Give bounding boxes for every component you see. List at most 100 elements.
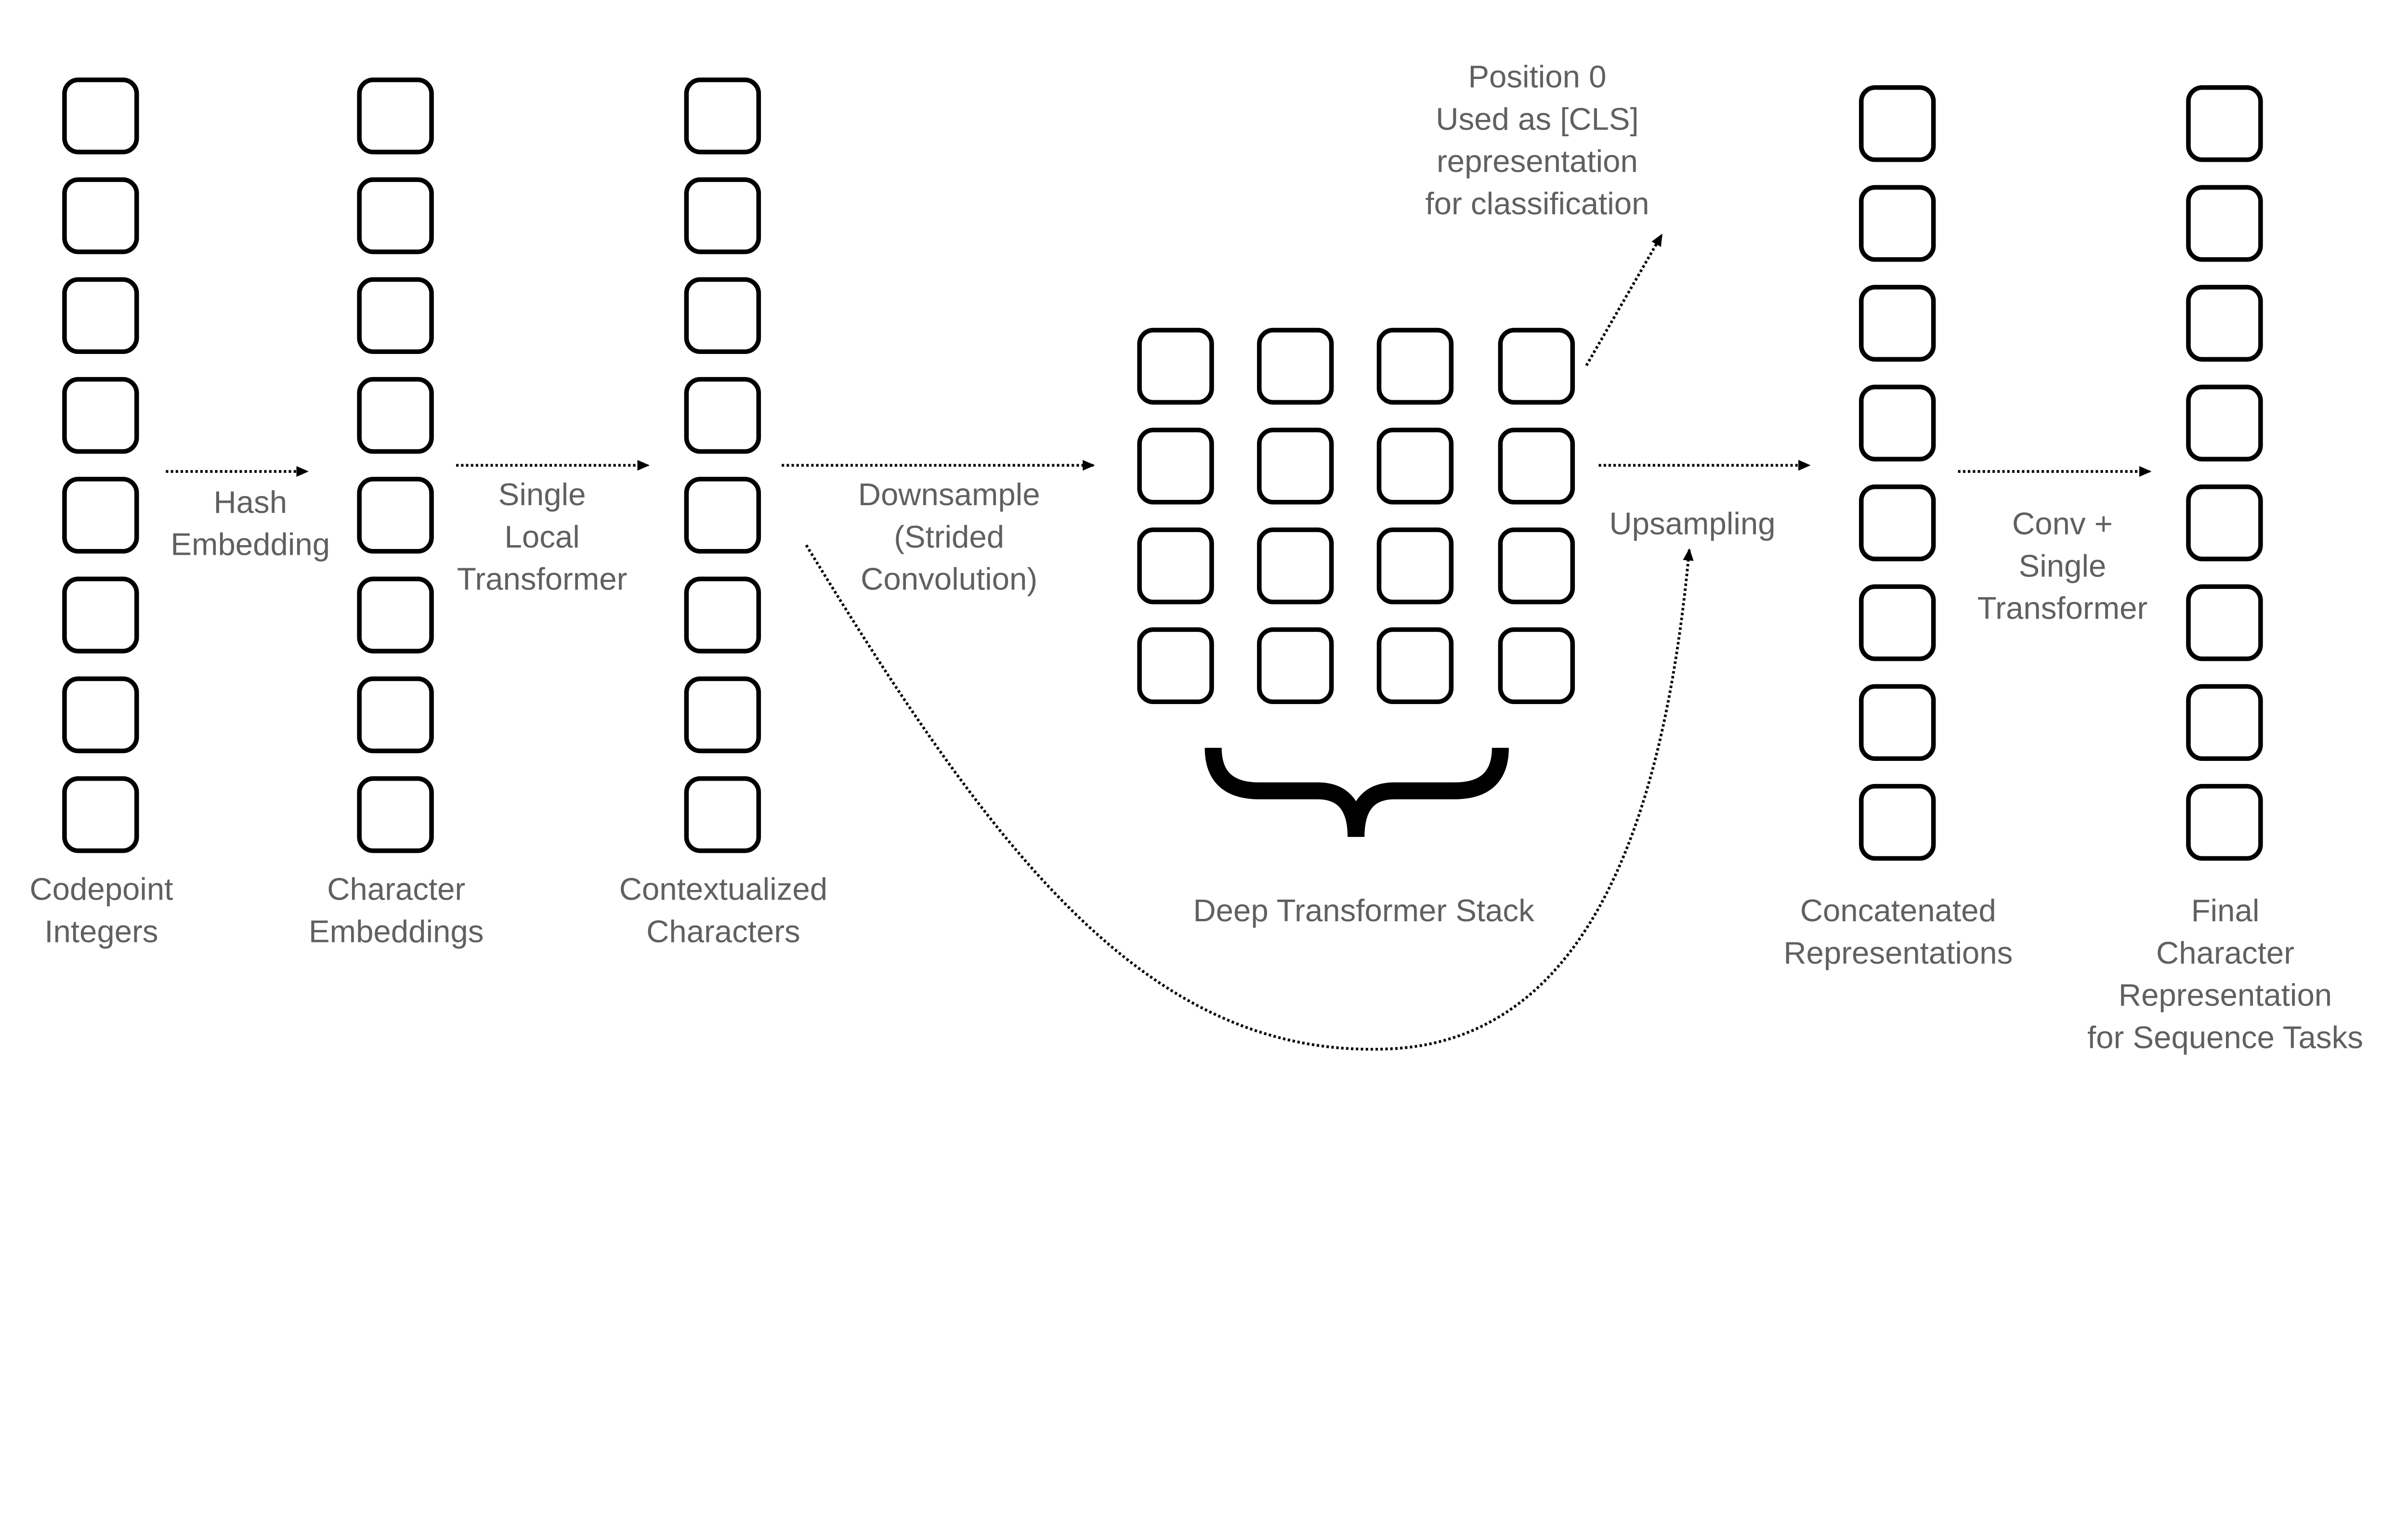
deep-transformer-box	[1498, 527, 1575, 604]
codepoint-box	[62, 477, 139, 554]
contextual-char-box	[684, 177, 761, 254]
label-line: representation	[1437, 144, 1638, 179]
deep-transformer-box	[1376, 527, 1454, 604]
boxes	[62, 78, 2263, 861]
final-char-box	[2186, 784, 2263, 861]
codepoint-box	[62, 78, 139, 155]
deep-transformer-box	[1137, 428, 1214, 505]
label-line: for Sequence Tasks	[2087, 1019, 2363, 1055]
curly-brace-icon	[1204, 747, 1509, 837]
label-line: Downsample	[858, 477, 1040, 512]
label-line: Deep Transformer Stack	[1193, 893, 1534, 928]
label-line: Final	[2191, 893, 2260, 928]
arrow-cls	[1585, 234, 1663, 366]
label-line: Conv +	[2012, 506, 2113, 541]
label-deep-transformer-stack: Deep Transformer Stack	[1193, 893, 1534, 928]
char-embedding-box	[357, 576, 434, 653]
contextual-char-box	[684, 676, 761, 754]
concat-repr-box	[1859, 285, 1936, 362]
label-line: (Strided	[894, 519, 1004, 554]
contextual-char-box	[684, 78, 761, 155]
deep-transformer-box	[1498, 327, 1575, 405]
label-cls-position: Position 0 Used as [CLS] representation for…	[1425, 59, 1649, 221]
codepoint-box	[62, 776, 139, 853]
codepoint-box	[62, 676, 139, 754]
deep-transformer-box	[1376, 428, 1454, 505]
contextual-char-box	[684, 776, 761, 853]
concat-repr-box	[1859, 185, 1936, 262]
deep-transformer-box	[1137, 627, 1214, 705]
final-char-box	[2186, 85, 2263, 162]
concat-repr-box	[1859, 85, 1936, 162]
label-line: Single	[2019, 548, 2107, 583]
deep-transformer-box	[1376, 327, 1454, 405]
concat-repr-box	[1859, 384, 1936, 462]
label-line: Single	[498, 477, 586, 512]
label-line: Convolution)	[861, 561, 1037, 596]
concat-repr-box	[1859, 784, 1936, 861]
label-line: Transformer	[457, 561, 627, 596]
final-char-box	[2186, 684, 2263, 761]
label-line: Codepoint	[29, 872, 173, 907]
label-line: Position 0	[1468, 59, 1606, 94]
char-embedding-box	[357, 78, 434, 155]
concat-repr-box	[1859, 684, 1936, 761]
concat-repr-box	[1859, 584, 1936, 661]
deep-transformer-box	[1137, 327, 1214, 405]
final-char-box	[2186, 484, 2263, 562]
concat-repr-box	[1859, 484, 1936, 562]
codepoint-box	[62, 277, 139, 354]
codepoint-box	[62, 377, 139, 454]
contextual-char-box	[684, 576, 761, 653]
char-embedding-box	[357, 277, 434, 354]
deep-transformer-box	[1257, 428, 1334, 505]
deep-transformer-box	[1137, 527, 1214, 604]
label-line: Embeddings	[309, 914, 484, 949]
char-embedding-box	[357, 776, 434, 853]
deep-transformer-box	[1257, 327, 1334, 405]
label-line: Hash	[213, 484, 287, 520]
codepoint-box	[62, 177, 139, 254]
deep-transformer-box	[1257, 527, 1334, 604]
label-line: Representations	[1783, 935, 2013, 970]
label-line: Embedding	[170, 527, 330, 562]
label-line: Concatenated	[1800, 893, 1996, 928]
contextual-char-box	[684, 277, 761, 354]
contextual-char-box	[684, 377, 761, 454]
label-line: Characters	[646, 914, 800, 949]
label-line: Character	[2156, 935, 2294, 970]
label-line: for classification	[1425, 186, 1649, 221]
deep-transformer-box	[1498, 428, 1575, 505]
char-embedding-box	[357, 676, 434, 754]
label-line: Upsampling	[1609, 506, 1775, 541]
label-upsampling: Upsampling	[1609, 506, 1775, 541]
label-line: Transformer	[1977, 590, 2147, 626]
label-line: Contextualized	[619, 872, 827, 907]
codepoint-box	[62, 576, 139, 653]
deep-transformer-box	[1498, 627, 1575, 705]
char-embedding-box	[357, 377, 434, 454]
char-embedding-box	[357, 477, 434, 554]
label-line: Representation	[2119, 978, 2332, 1013]
deep-transformer-box	[1257, 627, 1334, 705]
final-char-box	[2186, 285, 2263, 362]
deep-transformer-box	[1376, 627, 1454, 705]
label-line: Used as [CLS]	[1436, 101, 1638, 136]
contextual-char-box	[684, 477, 761, 554]
label-line: Integers	[44, 914, 158, 949]
label-line: Character	[327, 872, 465, 907]
char-embedding-box	[357, 177, 434, 254]
label-line: Local	[505, 519, 580, 554]
final-char-box	[2186, 185, 2263, 262]
